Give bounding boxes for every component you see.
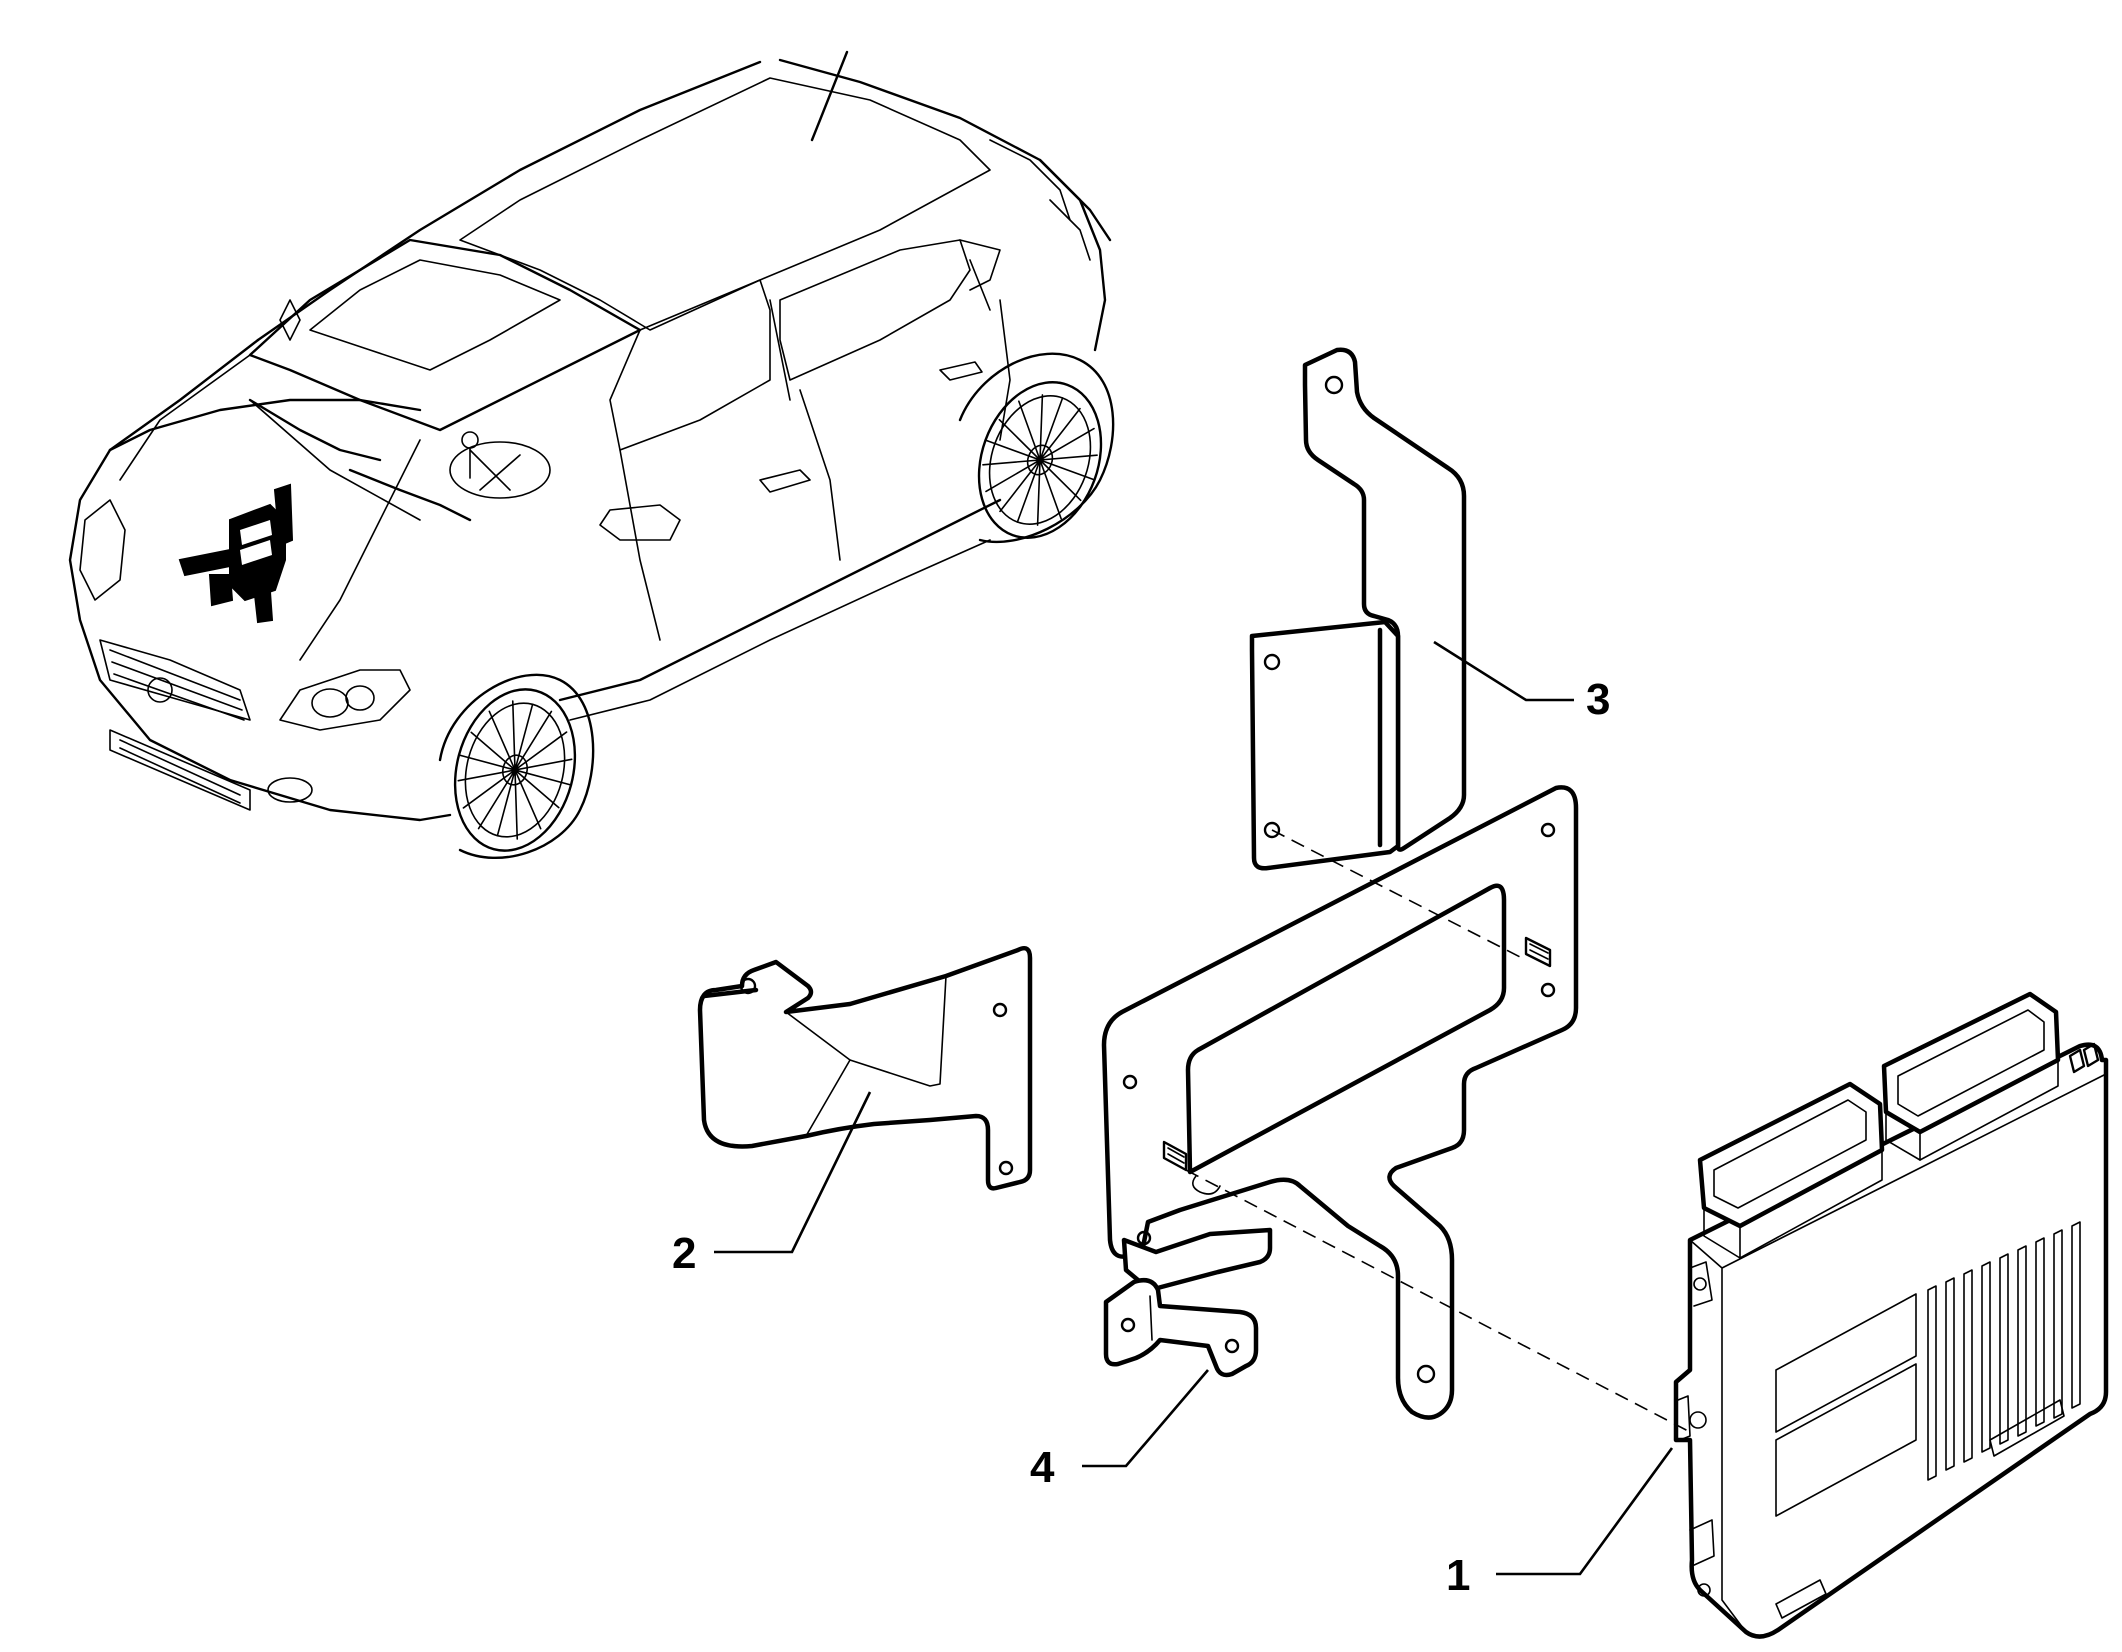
leader-line-3 bbox=[1433, 640, 1574, 702]
leader-line-1 bbox=[1496, 1447, 1674, 1576]
ecu-control-unit bbox=[1673, 991, 2109, 1639]
ecu-location-marker bbox=[178, 483, 294, 624]
callout-2: 2 bbox=[672, 1229, 696, 1278]
callout-4: 4 bbox=[1030, 1443, 1055, 1492]
mounting-plate bbox=[1101, 785, 1579, 1420]
assembly-dashed-lines bbox=[1185, 829, 1691, 1433]
leader-line-2 bbox=[714, 1091, 872, 1254]
ecu-connector-b bbox=[1881, 991, 2061, 1161]
bracket-part-2 bbox=[697, 946, 1033, 1191]
bracket-part-3 bbox=[1249, 347, 1467, 871]
callout-1: 1 bbox=[1446, 1551, 1470, 1600]
leader-lines bbox=[714, 640, 1674, 1576]
callout-3: 3 bbox=[1586, 675, 1610, 724]
ecu-connector-a bbox=[1697, 1081, 1885, 1259]
stud-right bbox=[1524, 936, 1552, 968]
leader-line-4 bbox=[1082, 1369, 1209, 1468]
bracket-part-4 bbox=[1103, 1278, 1259, 1378]
vehicle-overview-illustration bbox=[68, 50, 1115, 859]
